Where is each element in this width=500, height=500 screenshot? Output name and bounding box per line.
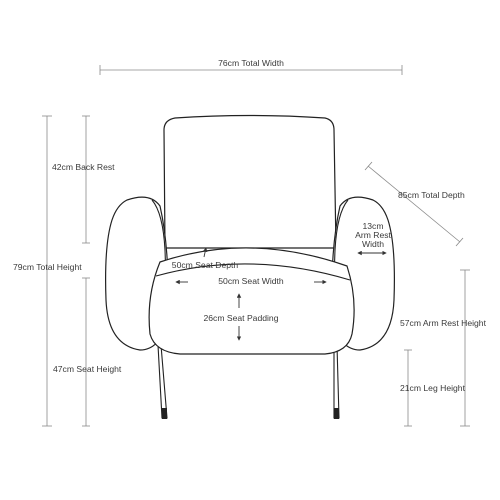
back-rest-dimension bbox=[82, 115, 90, 244]
leg-height-label: 21cm Leg Height bbox=[400, 383, 466, 393]
back-rest-label: 42cm Back Rest bbox=[52, 162, 115, 172]
seat-depth-label: 50cm Seat Depth bbox=[172, 260, 239, 270]
seat-depth-arrow bbox=[202, 247, 208, 258]
total-depth-dimension bbox=[364, 161, 464, 247]
arm-rest-width-label-line-1: 13cm bbox=[362, 221, 383, 231]
seat-cushion bbox=[148, 247, 355, 355]
total-width-label: 76cm Total Width bbox=[218, 58, 284, 68]
left-leg bbox=[157, 344, 168, 419]
seat-height-dimension bbox=[82, 277, 90, 427]
arm-rest-height-label: 57cm Arm Rest Height bbox=[400, 318, 487, 328]
total-height-label: 79cm Total Height bbox=[13, 262, 82, 272]
total-width-dimension bbox=[99, 65, 403, 75]
seat-padding-label: 26cm Seat Padding bbox=[203, 313, 278, 323]
seat-height-label: 47cm Seat Height bbox=[53, 364, 122, 374]
arm-rest-width-label-line-3: Width bbox=[362, 239, 384, 249]
total-height-dimension bbox=[42, 115, 52, 427]
right-leg bbox=[333, 344, 340, 419]
arm-rest-width-label-line-2: Arm Rest bbox=[355, 230, 391, 240]
arm-rest-height-dimension bbox=[460, 269, 470, 427]
leg-height-dimension bbox=[404, 349, 412, 427]
backrest bbox=[163, 114, 337, 249]
seat-width-label: 50cm Seat Width bbox=[218, 276, 284, 286]
chair-drawing bbox=[105, 114, 395, 419]
total-depth-label: 85cm Total Depth bbox=[398, 190, 465, 200]
